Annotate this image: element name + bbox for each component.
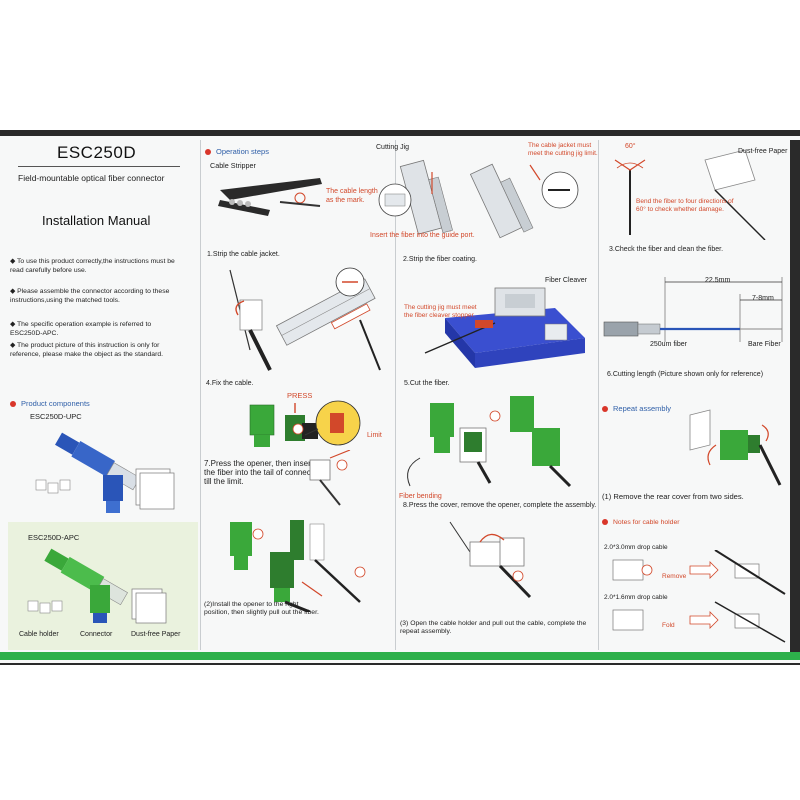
repeat-step-2-caption: (2)Install the opener to the right posit…: [204, 601, 319, 616]
red-bullet-icon: [602, 519, 608, 526]
limit-label: Limit: [367, 432, 382, 439]
remove-cover-illustration: [689, 409, 782, 486]
bend-check-note: Bend the fiber to four directions of 60°…: [636, 198, 734, 213]
fiber-250-label: 250um fiber: [650, 341, 687, 348]
red-bullet-icon: [602, 406, 608, 413]
green-footer-bar: [0, 652, 800, 660]
dust-free-paper-label: Dust-free Paper: [738, 148, 788, 155]
repeat-step-3-caption: (3) Open the cable holder and pull out t…: [400, 620, 587, 635]
cable-b-label: 2.0*1.6mm drop cable: [604, 594, 668, 601]
column-divider: [598, 140, 599, 650]
cut-fiber-illustration: [407, 396, 572, 488]
cable-a-label: 2.0*3.0mm drop cable: [604, 544, 668, 551]
cable-holder-label: Cable holder: [19, 631, 59, 638]
cable-length-note: The cable length as the mark.: [326, 188, 378, 204]
guide-port-note: Insert the fiber into the guide port.: [370, 232, 475, 239]
product-subtitle: Field-mountable optical fiber connector: [18, 173, 165, 183]
fix-cable-illustration: [249, 400, 361, 447]
cable-holder-fold-illustration: [612, 601, 786, 643]
dust-free-label: Dust-free Paper: [131, 631, 181, 638]
check-fiber-illustration: [614, 150, 766, 240]
intro-bullet: ◆ Please assemble the connector accordin…: [10, 288, 170, 304]
strip-jacket-illustration: [229, 267, 381, 371]
bare-length-label: 7-8mm: [752, 295, 774, 302]
title-rule: [18, 166, 180, 167]
cutting-length-illustration: [603, 277, 783, 342]
fold-label: Fold: [662, 622, 675, 629]
insert-fiber-illustration: [309, 450, 351, 506]
fiber-cleaver-label: Fiber Cleaver: [545, 277, 588, 284]
apc-label: ESC250D-APC: [28, 533, 80, 542]
connector-label: Connector: [80, 631, 113, 638]
press-label: PRESS: [287, 391, 313, 400]
cable-holder-remove-illustration: [612, 550, 786, 595]
cable-stripper-label: Cable Stripper: [210, 161, 256, 170]
sheet-edge: [790, 140, 800, 660]
angle-label: 60°: [625, 143, 636, 150]
install-opener-illustration: [230, 520, 366, 612]
upc-connector-illustration: [35, 432, 175, 513]
components-heading: Product components: [10, 399, 90, 408]
step-1-caption: 1.Strip the cable jacket.: [207, 251, 280, 258]
column-divider: [395, 140, 396, 650]
column-divider: [200, 140, 201, 650]
upc-label: ESC250D-UPC: [30, 412, 82, 421]
intro-bullet: ◆ To use this product correctly,the inst…: [10, 258, 175, 274]
step-4-caption: 4.Fix the cable.: [206, 380, 254, 387]
product-title: ESC250D: [57, 143, 137, 162]
remove-label: Remove: [662, 573, 687, 580]
intro-bullet: ◆ The specific operation example is refe…: [10, 321, 152, 337]
total-length-label: 22.5mm: [705, 277, 731, 284]
red-bullet-icon: [205, 149, 211, 156]
apc-connector-illustration: [27, 548, 167, 624]
operation-heading: Operation steps: [205, 147, 269, 156]
step-5-caption: 5.Cut the fiber.: [404, 380, 450, 387]
intro-bullet: ◆ The product picture of this instructio…: [10, 342, 164, 358]
repeat-step-1-caption: (1) Remove the rear cover from two sides…: [602, 492, 744, 501]
bare-fiber-label: Bare Fiber: [748, 341, 781, 348]
notes-heading: Notes for cable holder: [602, 518, 680, 527]
jacket-limit-note: The cable jacket must meet the cutting j…: [528, 142, 598, 157]
fiber-bending-label: Fiber bending: [399, 493, 442, 500]
repeat-heading: Repeat assembly: [602, 404, 671, 413]
step-6-caption: 6.Cutting length (Picture shown only for…: [607, 371, 764, 378]
fiber-cleaver-illustration: [424, 287, 585, 368]
cutting-jig-label: Cutting Jig: [376, 144, 410, 151]
step-8-caption: 8.Press the cover, remove the opener, co…: [403, 502, 597, 509]
step-7-caption: 7.Press the opener, then insert the fibe…: [204, 459, 321, 486]
cable-stripper-illustration: [218, 178, 322, 216]
cutting-jig-illustration: [378, 159, 579, 239]
step-2-caption: 2.Strip the fiber coating.: [403, 256, 477, 263]
red-bullet-icon: [10, 401, 16, 408]
step-3-caption: 3.Check the fiber and clean the fiber.: [609, 246, 724, 253]
open-holder-illustration: [449, 521, 532, 599]
jig-stopper-note: The cutting jig must meet the fiber clea…: [404, 304, 477, 319]
manual-title: Installation Manual: [42, 213, 151, 228]
